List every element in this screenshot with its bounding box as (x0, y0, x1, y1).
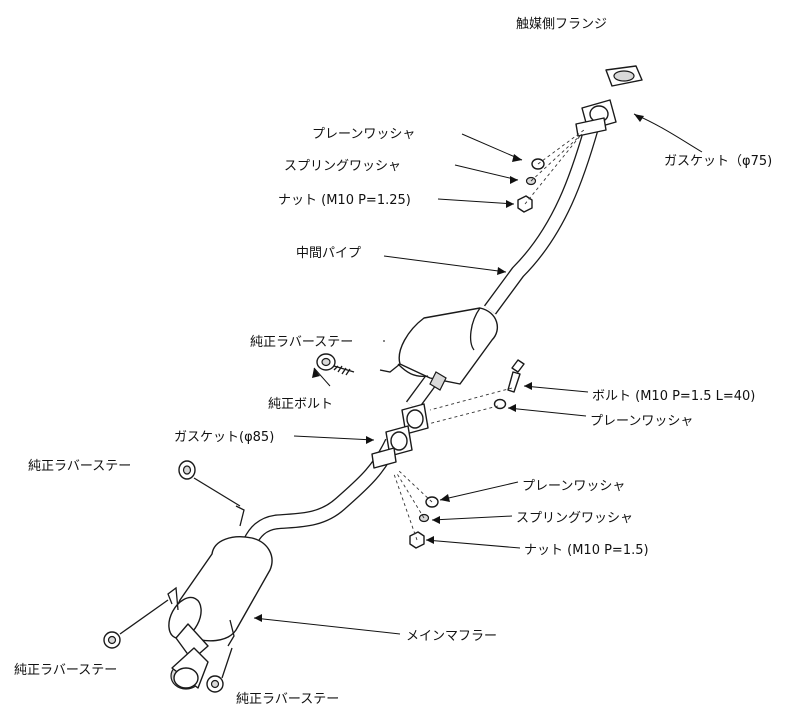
label-plain-washer-top: プレーンワッシャ (312, 127, 415, 142)
rear-pipe (243, 438, 399, 546)
center-resonator (379, 307, 499, 391)
mid-bolt-guides (427, 387, 513, 425)
label-catalyst-flange: 触媒側フランジ (516, 17, 607, 32)
label-gasket-75: ガスケット（φ75) (664, 154, 772, 169)
muffler-hanger-left (167, 586, 179, 611)
label-nut-low: ナット (M10 P=1.5) (524, 543, 649, 558)
main-muffler (168, 536, 273, 690)
label-rubber-stay-bottom-left: 純正ラバーステー (14, 663, 117, 678)
label-plain-washer-low: プレーンワッシャ (522, 479, 625, 494)
bolt-m10-l40 (507, 359, 525, 393)
label-rubber-stay-center: 純正ラバーステー (250, 335, 353, 350)
rear-pipe-hanger (235, 505, 245, 527)
rubber-stay-bottom-left (103, 599, 169, 649)
low-bolt-guides (393, 469, 433, 541)
label-oem-bolt: 純正ボルト (268, 397, 333, 412)
muffler-hanger-right (227, 619, 235, 647)
rubber-stay-bottom-right (206, 647, 233, 693)
label-center-pipe: 中間パイプ (296, 246, 361, 261)
label-nut-top: ナット (M10 P=1.25) (278, 193, 411, 208)
label-plain-washer-mid: プレーンワッシャ (590, 414, 693, 429)
rubber-stay-center (316, 353, 355, 376)
label-main-muffler: メインマフラー (406, 629, 497, 644)
label-gasket-85: ガスケット(φ85) (174, 430, 274, 445)
label-spring-washer-low: スプリングワッシャ (516, 511, 633, 526)
hanger-wire-center (397, 363, 429, 378)
plain-washer-mid (493, 398, 507, 410)
rubber-stay-left (178, 460, 241, 507)
label-rubber-stay-bottom-right: 純正ラバーステー (236, 692, 339, 707)
top-bolt-guides (524, 129, 585, 205)
label-bolt: ボルト (M10 P=1.5 L=40) (592, 389, 755, 404)
catalyst-side-flange (605, 65, 643, 87)
center-pipe-inlet-flange (575, 117, 607, 137)
arrowheads (254, 114, 644, 622)
rear-pipe-inlet-flange (371, 447, 397, 469)
label-spring-washer-top: スプリングワッシャ (284, 159, 401, 174)
label-rubber-stay-left: 純正ラバーステー (28, 459, 131, 474)
hardware-top (517, 158, 545, 213)
